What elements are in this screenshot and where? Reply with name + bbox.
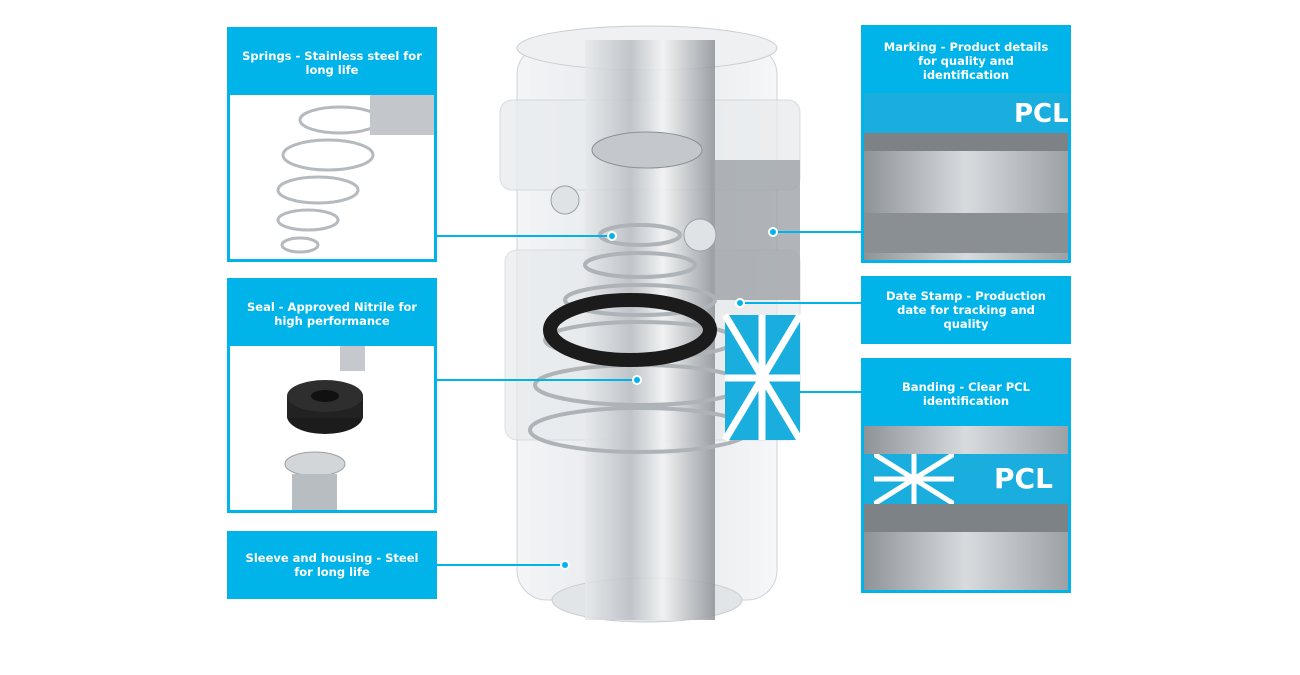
marking-photo: PCL (864, 93, 1068, 260)
ball-bearing (550, 185, 580, 215)
callout-springs: Springs - Stainless steel for long life (227, 27, 437, 262)
callout-sleeve: Sleeve and housing - Steel for long life (227, 531, 437, 599)
callout-label: Date Stamp - Production date for trackin… (886, 289, 1046, 331)
callout-label: Marking - Product details for quality an… (883, 39, 1049, 82)
callout-label: Springs - Stainless steel for long life (242, 48, 422, 77)
blue-band (721, 313, 804, 442)
callout-label: Banding - Clear PCL identification (902, 379, 1030, 408)
seal-photo (230, 346, 434, 510)
ball-bearing (683, 218, 717, 252)
callout-label: Seal - Approved Nitrile for high perform… (246, 299, 418, 328)
callout-seal: Seal - Approved Nitrile for high perform… (227, 278, 437, 513)
spring-photo (230, 95, 434, 259)
brand-text: PCL (994, 462, 1053, 495)
banding-photo: PCL (864, 426, 1068, 590)
brand-text: PCL (1014, 99, 1068, 129)
leader-lines (437, 227, 861, 570)
callout-date-stamp: Date Stamp - Production date for trackin… (861, 276, 1071, 344)
callout-banding: Banding - Clear PCL identification PCL (861, 358, 1071, 593)
metal-core (585, 40, 800, 620)
callout-marking: Marking - Product details for quality an… (861, 25, 1071, 263)
callout-label: Sleeve and housing - Steel for long life (245, 551, 419, 579)
seal (543, 293, 717, 367)
